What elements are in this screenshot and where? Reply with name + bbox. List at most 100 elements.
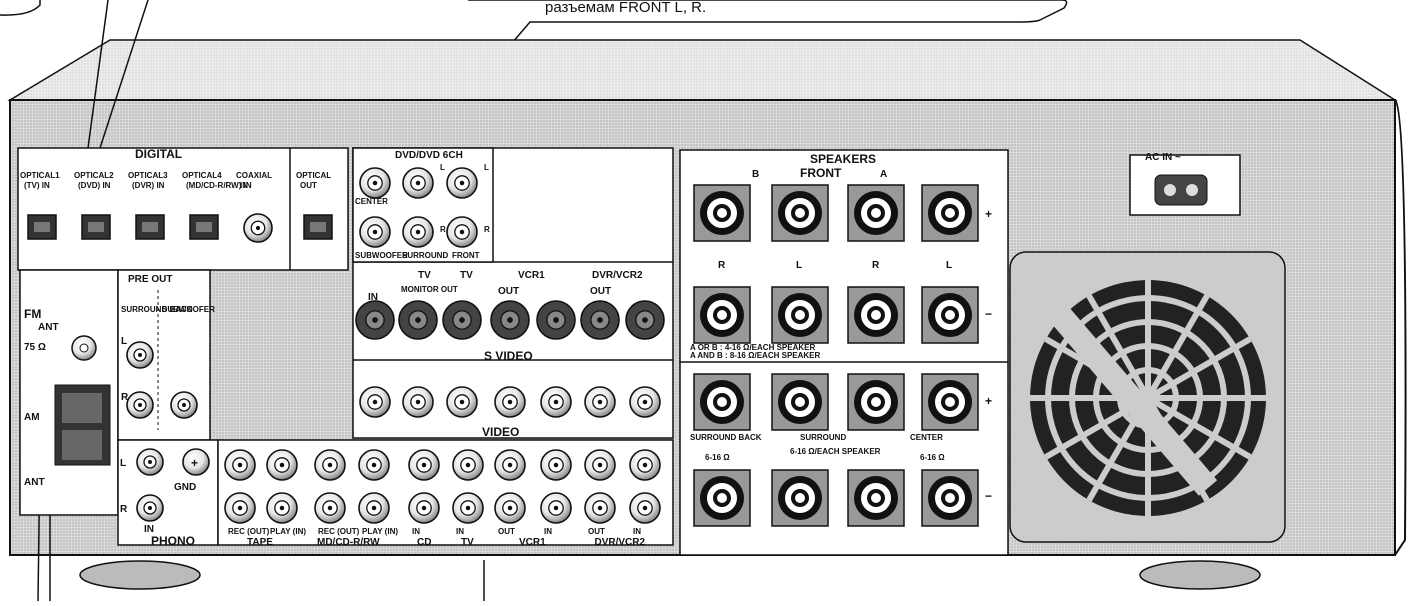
analog-5-jack-bottom-0[interactable]: [584, 492, 616, 524]
callout-right-bubble: [468, 0, 1068, 93]
analog-0-jack-top-0[interactable]: [224, 449, 256, 481]
digital-jack-name-6: OPTICAL: [296, 171, 331, 180]
ac-inlet[interactable]: [1154, 174, 1208, 206]
analog-group-name-5: DVR/VCR2: [595, 537, 646, 548]
analog-0-jack-bottom-0[interactable]: [224, 492, 256, 524]
video-jack-1[interactable]: [359, 386, 391, 418]
front-terminal-minus-2[interactable]: [771, 286, 829, 344]
analog-4-jack-bottom-0[interactable]: [494, 492, 526, 524]
analog-5-jack-top-1[interactable]: [629, 449, 661, 481]
analog-group-left-2: IN: [412, 527, 420, 536]
video-monitor-out: MONITOR OUT: [401, 285, 458, 294]
optical-jack-6[interactable]: [303, 214, 333, 240]
front-terminal-plus-1[interactable]: [693, 184, 751, 242]
phono-gnd-label: GND: [174, 482, 196, 493]
rear-terminal-minus-2[interactable]: [771, 469, 829, 527]
analog-2-jack-top-0[interactable]: [408, 449, 440, 481]
fan-spoke-330: [1146, 336, 1252, 401]
analog-0-jack-bottom-1[interactable]: [266, 492, 298, 524]
s-video-jack-5[interactable]: [536, 300, 576, 340]
front-terminal-minus-1[interactable]: [693, 286, 751, 344]
digital-jack-sub-5: IN: [240, 181, 248, 190]
gnd-terminal[interactable]: +: [182, 448, 210, 476]
front-terminal-plus-2[interactable]: [771, 184, 829, 242]
pre-out-surround-back-r-jack[interactable]: [126, 391, 154, 419]
front-channel-label-4: L: [946, 260, 952, 271]
optical-jack-2[interactable]: [81, 214, 111, 240]
dvd6ch-jack-2[interactable]: [402, 167, 434, 199]
analog-4-jack-top-1[interactable]: [540, 449, 572, 481]
pre-out-surround-back-l-jack[interactable]: [126, 341, 154, 369]
analog-group-left-4: OUT: [498, 527, 515, 536]
video-jack-7[interactable]: [629, 386, 661, 418]
analog-5-jack-bottom-1[interactable]: [629, 492, 661, 524]
dvd6ch-r-2: R: [484, 225, 490, 234]
speakers-title: SPEAKERS: [810, 152, 876, 166]
front-channel-label-3: R: [872, 260, 880, 271]
analog-4-jack-bottom-1[interactable]: [540, 492, 572, 524]
dvd6ch-title: DVD/DVD 6CH: [395, 150, 463, 161]
analog-2-jack-bottom-0[interactable]: [408, 492, 440, 524]
rear-terminal-plus-4[interactable]: [921, 373, 979, 431]
dvd6ch-jack-3[interactable]: [446, 167, 478, 199]
dvd6ch-jack-6[interactable]: [446, 216, 478, 248]
video-jack-4[interactable]: [494, 386, 526, 418]
optical-jack-3[interactable]: [135, 214, 165, 240]
digital-jack-sub-1: (TV) IN: [24, 181, 50, 190]
rear-terminal-plus-2[interactable]: [771, 373, 829, 431]
analog-group-name-4: VCR1: [519, 537, 546, 548]
pre-out-l: L: [121, 336, 127, 347]
front-terminal-minus-3[interactable]: [847, 286, 905, 344]
analog-4-jack-top-0[interactable]: [494, 449, 526, 481]
dvd6ch-jack-5[interactable]: [402, 216, 434, 248]
s-video-jack-2[interactable]: [398, 300, 438, 340]
analog-group-right-1: PLAY (IN): [362, 527, 398, 536]
analog-group-right-5: IN: [633, 527, 641, 536]
phono-l-jack[interactable]: [136, 448, 164, 476]
dvd6ch-front: FRONT: [452, 251, 480, 260]
front-terminal-minus-4[interactable]: [921, 286, 979, 344]
s-video-jack-3[interactable]: [442, 300, 482, 340]
s-video-jack-6[interactable]: [580, 300, 620, 340]
phono-r-jack[interactable]: [136, 494, 164, 522]
am-terminal-upper: [62, 393, 102, 423]
pre-out-subwoofer-jack[interactable]: [170, 391, 198, 419]
video-jack-6[interactable]: [584, 386, 616, 418]
rear-plus-sign: +: [985, 394, 992, 408]
rear-terminal-minus-4[interactable]: [921, 469, 979, 527]
front-terminal-plus-4[interactable]: [921, 184, 979, 242]
speakers-impedance-a: A OR B : 4-16 Ω/EACH SPEAKER: [690, 343, 815, 352]
video-jack-2[interactable]: [402, 386, 434, 418]
pre-out-r: R: [121, 392, 129, 403]
analog-1-jack-top-0[interactable]: [314, 449, 346, 481]
s-video-jack-7[interactable]: [625, 300, 665, 340]
analog-3-jack-bottom-0[interactable]: [452, 492, 484, 524]
dvd6ch-jack-4[interactable]: [359, 216, 391, 248]
analog-3-jack-top-0[interactable]: [452, 449, 484, 481]
s-video-jack-4[interactable]: [490, 300, 530, 340]
dvd6ch-jack-1[interactable]: [359, 167, 391, 199]
optical-jack-1[interactable]: [27, 214, 57, 240]
rear-terminal-plus-1[interactable]: [693, 373, 751, 431]
s-video-jack-1[interactable]: [355, 300, 395, 340]
analog-1-jack-top-1[interactable]: [358, 449, 390, 481]
analog-1-jack-bottom-0[interactable]: [314, 492, 346, 524]
video-jack-3[interactable]: [446, 386, 478, 418]
rear-terminal-minus-3[interactable]: [847, 469, 905, 527]
analog-5-jack-top-0[interactable]: [584, 449, 616, 481]
rear-terminal-minus-1[interactable]: [693, 469, 751, 527]
rear-terminal-plus-3[interactable]: [847, 373, 905, 431]
analog-0-jack-top-1[interactable]: [266, 449, 298, 481]
digital-jack-name-5: COAXIAL: [236, 171, 272, 180]
video-jack-5[interactable]: [540, 386, 572, 418]
callout-text: разъемам FRONT L, R.: [545, 0, 706, 16]
speakers-ohm-2: 6-16 Ω: [920, 453, 945, 462]
optical-jack-4[interactable]: [189, 214, 219, 240]
analog-1-jack-bottom-1[interactable]: [358, 492, 390, 524]
coaxial-jack-5[interactable]: [243, 213, 273, 243]
front-terminal-plus-3[interactable]: [847, 184, 905, 242]
